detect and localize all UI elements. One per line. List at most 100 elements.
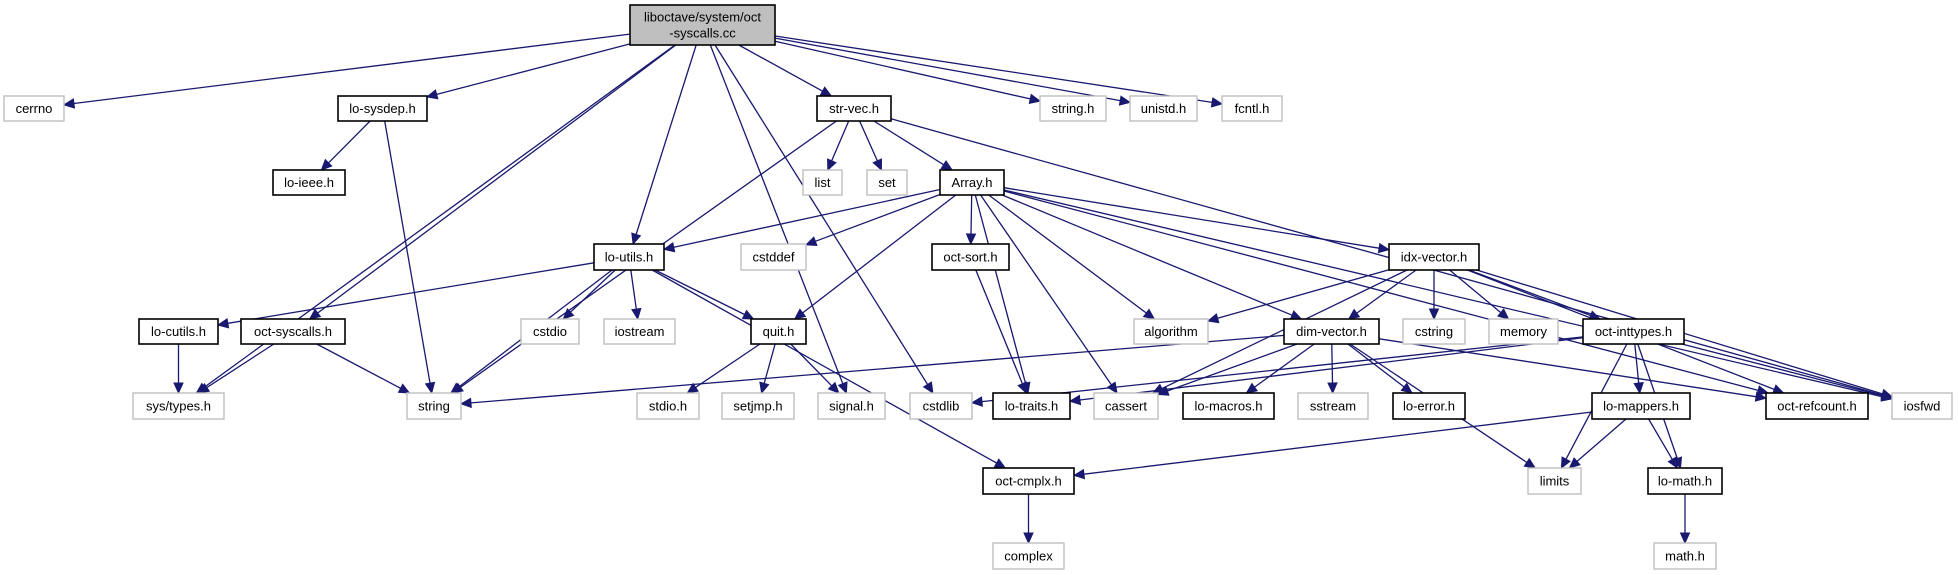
node-sstream: sstream	[1297, 392, 1369, 420]
node-iostream: iostream	[603, 318, 676, 345]
edge-lo-utils-to-oct-cmplx	[651, 269, 1007, 469]
arrowhead-icon	[993, 458, 1007, 469]
node-box	[1297, 392, 1369, 420]
node-label: quit.h	[763, 324, 795, 339]
edge-line	[1347, 343, 1405, 388]
node-box	[1402, 318, 1466, 345]
node-box	[1647, 467, 1723, 495]
edge-root-to-str-vec	[738, 44, 833, 97]
arrowhead-icon	[1327, 382, 1338, 395]
node-box	[982, 467, 1075, 495]
node-label: complex	[1004, 549, 1053, 564]
arrowhead-icon	[965, 233, 977, 246]
arrowhead-icon	[819, 86, 833, 97]
edge-line	[815, 193, 941, 242]
node-label: oct-inttypes.h	[1595, 324, 1672, 339]
node-oct-syscalls[interactable]: oct-syscalls.h	[240, 318, 346, 345]
edge-line	[1449, 269, 1502, 314]
edge-line	[328, 120, 371, 164]
node-quit[interactable]: quit.h	[750, 318, 807, 345]
edge-array-to-cstddef	[804, 193, 941, 247]
node-iosfwd: iosfwd	[1891, 392, 1953, 420]
edge-line	[738, 44, 823, 92]
arrowhead-icon	[1880, 390, 1894, 401]
node-lo-utils[interactable]: lo-utils.h	[593, 243, 665, 271]
arrowhead-icon	[1560, 456, 1571, 470]
arrowhead-icon	[686, 382, 699, 394]
node-dim-vector[interactable]: dim-vector.h	[1283, 318, 1380, 345]
edge-quit-to-setjmp	[759, 343, 776, 395]
node-label: memory	[1500, 324, 1547, 339]
edge-array-to-iosfwd	[1003, 189, 1894, 402]
arrowhead-icon	[804, 236, 818, 247]
node-box	[1765, 392, 1869, 420]
node-list: list	[802, 169, 843, 196]
edge-array-to-lo-traits	[974, 194, 1031, 395]
node-label: oct-cmplx.h	[995, 474, 1061, 489]
arrowhead-icon	[970, 396, 983, 407]
arrowhead-icon	[425, 89, 439, 100]
arrowhead-icon	[1428, 308, 1440, 321]
edge-line	[1468, 269, 1591, 317]
edge-line	[1003, 190, 1759, 392]
edge-line	[1254, 343, 1315, 388]
node-lo-ieee[interactable]: lo-ieee.h	[272, 169, 346, 196]
node-math-h: math.h	[1653, 542, 1717, 570]
edge-line	[1003, 187, 1380, 249]
node-label: lo-math.h	[1658, 474, 1712, 489]
node-cstring: cstring	[1402, 318, 1466, 345]
node-box	[636, 392, 700, 420]
edge-line	[890, 118, 1883, 396]
node-box	[603, 318, 676, 345]
node-lo-error[interactable]: lo-error.h	[1392, 392, 1466, 420]
edge-oct-syscalls-to-sys-types	[197, 343, 275, 394]
node-root[interactable]: liboctave/system/oct-syscalls.cc	[629, 4, 776, 46]
node-label: cstddef	[753, 250, 795, 265]
edge-line	[651, 269, 997, 464]
node-oct-sort[interactable]: oct-sort.h	[931, 243, 1010, 271]
edge-lo-utils-to-cstdio	[562, 269, 616, 320]
edge-oct-sort-to-lo-traits	[975, 269, 1028, 395]
node-label: lo-ieee.h	[284, 175, 334, 190]
arrowhead-icon	[1017, 381, 1028, 395]
node-lo-cutils[interactable]: lo-cutils.h	[138, 318, 219, 345]
edge-lo-mappers-to-lo-math	[1648, 418, 1679, 470]
edge-root-to-cerrno	[62, 33, 631, 109]
node-lo-math[interactable]: lo-math.h	[1647, 467, 1723, 495]
arrowhead-icon	[1377, 242, 1391, 254]
node-oct-inttypes[interactable]: oct-inttypes.h	[1582, 318, 1685, 345]
node-signal: signal.h	[817, 392, 886, 420]
node-label: sys/types.h	[146, 399, 211, 414]
arrowhead-icon	[827, 158, 837, 172]
node-idx-vector[interactable]: idx-vector.h	[1388, 243, 1480, 271]
edge-line	[774, 35, 1213, 104]
node-stdio: stdio.h	[636, 392, 700, 420]
node-label: limits	[1540, 474, 1570, 489]
arrowhead-icon	[450, 382, 463, 394]
edge-line	[317, 44, 677, 314]
arrowhead-icon	[320, 158, 333, 171]
edge-dim-vector-to-string	[459, 334, 1285, 409]
node-label: cstdlib	[923, 399, 960, 414]
node-array[interactable]: Array.h	[939, 169, 1005, 196]
node-oct-refcount[interactable]: oct-refcount.h	[1765, 392, 1869, 420]
edge-line	[570, 269, 616, 313]
node-str-vec[interactable]: str-vec.h	[816, 95, 892, 122]
edge-idx-vector-to-dim-vector	[1347, 269, 1417, 320]
edge-lo-sysdep-to-lo-ieee	[320, 120, 371, 171]
node-box	[740, 243, 807, 271]
edge-line	[630, 269, 637, 310]
edge-root-to-oct-syscalls	[308, 44, 677, 320]
node-lo-mappers[interactable]: lo-mappers.h	[1591, 392, 1691, 420]
node-lo-macros[interactable]: lo-macros.h	[1182, 392, 1275, 420]
node-box	[817, 392, 886, 420]
edge-str-vec-to-array	[873, 120, 954, 171]
edge-line	[1167, 343, 1298, 392]
node-lo-sysdep[interactable]: lo-sysdep.h	[337, 95, 428, 122]
node-oct-cmplx[interactable]: oct-cmplx.h	[982, 467, 1075, 495]
arrowhead-icon	[793, 308, 807, 320]
node-box	[1093, 392, 1159, 420]
node-box	[802, 169, 843, 196]
node-lo-traits[interactable]: lo-traits.h	[992, 392, 1071, 420]
node-box	[1527, 467, 1582, 495]
